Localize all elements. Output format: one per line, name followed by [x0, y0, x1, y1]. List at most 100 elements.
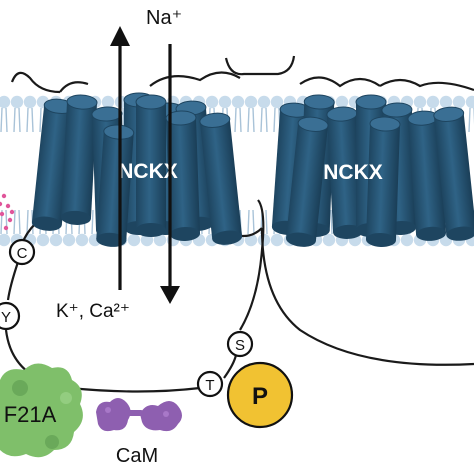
- lipid-tail: [0, 107, 3, 133]
- lipid-tail: [260, 107, 263, 133]
- helix-top: [355, 94, 387, 110]
- nckx-helices-right: [271, 94, 474, 247]
- ion-flux-arrows: [110, 26, 180, 304]
- residue-s: S: [226, 330, 254, 358]
- helix: [407, 110, 447, 241]
- helix-bottom: [212, 230, 243, 245]
- helix: [60, 94, 98, 225]
- helix-bottom: [170, 226, 201, 241]
- f21a-blob: F21A: [0, 363, 83, 458]
- lipid-tail: [234, 107, 237, 133]
- lipid-head: [465, 95, 474, 109]
- lipid-head: [270, 233, 284, 247]
- lipid-head: [62, 233, 76, 247]
- lipid-head: [36, 233, 50, 247]
- helix-top: [66, 94, 98, 110]
- lipid-tail: [13, 209, 16, 235]
- residue-s-label: S: [235, 337, 245, 354]
- residue-c: C: [8, 238, 36, 266]
- lipid-tail: [247, 107, 250, 133]
- helix-bottom: [31, 216, 62, 231]
- lipid-tail: [26, 209, 29, 235]
- lipid-tail: [252, 209, 255, 235]
- lipid-head: [101, 95, 115, 109]
- helix: [165, 110, 201, 241]
- residue-y: Y: [0, 301, 21, 331]
- glyco-dot: [3, 225, 9, 231]
- helix-top: [369, 116, 401, 132]
- helix-top: [381, 102, 413, 118]
- lipid-tail: [239, 107, 242, 133]
- lipid-tail: [5, 209, 8, 235]
- lipid-tail: [265, 107, 268, 133]
- helix: [199, 112, 243, 245]
- lipid-tail: [252, 107, 255, 133]
- helix-bottom: [286, 232, 316, 247]
- lipid-head: [452, 95, 466, 109]
- lipid-head: [257, 233, 271, 247]
- helix-body: [433, 112, 474, 236]
- lipid-head: [0, 233, 11, 247]
- f21a-label: F21A: [4, 402, 57, 427]
- arrow-out-icon: [110, 26, 130, 290]
- helix-top: [433, 106, 465, 122]
- helix-body: [165, 117, 201, 235]
- helix-bottom: [333, 224, 364, 239]
- lipid-tail: [91, 209, 94, 235]
- glycosylation-marks: [0, 193, 15, 231]
- helix-body: [199, 118, 243, 240]
- glyco-dot: [9, 209, 15, 215]
- lipid-tail: [18, 209, 21, 235]
- ion-label-sodium: Na⁺: [146, 7, 182, 29]
- residue-y-label: Y: [1, 309, 11, 326]
- glyco-dot: [0, 211, 5, 217]
- calmodulin-icon: [96, 398, 182, 432]
- lipid-tail: [13, 107, 16, 133]
- helix-body: [326, 113, 364, 233]
- helix: [365, 116, 401, 247]
- helix-body: [365, 123, 401, 241]
- lipid-tail: [39, 107, 42, 133]
- lipid-head: [439, 95, 453, 109]
- lipid-head: [0, 95, 11, 109]
- ion-label-potassium-calcium: K⁺, Ca²⁺: [56, 301, 130, 322]
- lipid-head: [23, 95, 37, 109]
- lipid-head: [75, 233, 89, 247]
- protein-label-right: NCKX: [323, 161, 383, 184]
- glyco-dot: [0, 201, 3, 207]
- helix-bottom: [365, 232, 396, 247]
- lipid-head: [400, 233, 414, 247]
- helix-bottom: [416, 226, 447, 241]
- helix: [326, 106, 364, 239]
- helix: [433, 106, 474, 241]
- lipid-head: [426, 95, 440, 109]
- nckx-helices-left: [31, 92, 243, 247]
- arrow-in-icon: [160, 44, 180, 304]
- lipid-tail: [265, 209, 268, 235]
- helix-body: [286, 122, 328, 242]
- lipid-head: [335, 95, 349, 109]
- lipid-tail: [26, 107, 29, 133]
- helix-top: [199, 112, 231, 128]
- residue-c-label: C: [17, 245, 28, 262]
- lipid-tail: [273, 107, 276, 133]
- lipid-head: [205, 95, 219, 109]
- lipid-head: [153, 233, 167, 247]
- lipid-head: [127, 233, 141, 247]
- helix-body: [60, 101, 98, 219]
- lipid-head: [413, 95, 427, 109]
- protein-label-left: NCKX: [118, 160, 178, 183]
- residue-t: T: [196, 370, 224, 398]
- lipid-tail: [31, 107, 34, 133]
- lipid-head: [231, 95, 245, 109]
- helix-bottom: [136, 223, 166, 237]
- lipid-head: [10, 95, 24, 109]
- helix-body: [407, 117, 447, 235]
- helix: [286, 116, 329, 247]
- helix-top: [91, 106, 123, 122]
- lipid-tail: [5, 107, 8, 133]
- helix: [135, 94, 167, 237]
- lipid-head: [244, 95, 258, 109]
- lipid-tail: [330, 209, 333, 235]
- lipid-head: [49, 233, 63, 247]
